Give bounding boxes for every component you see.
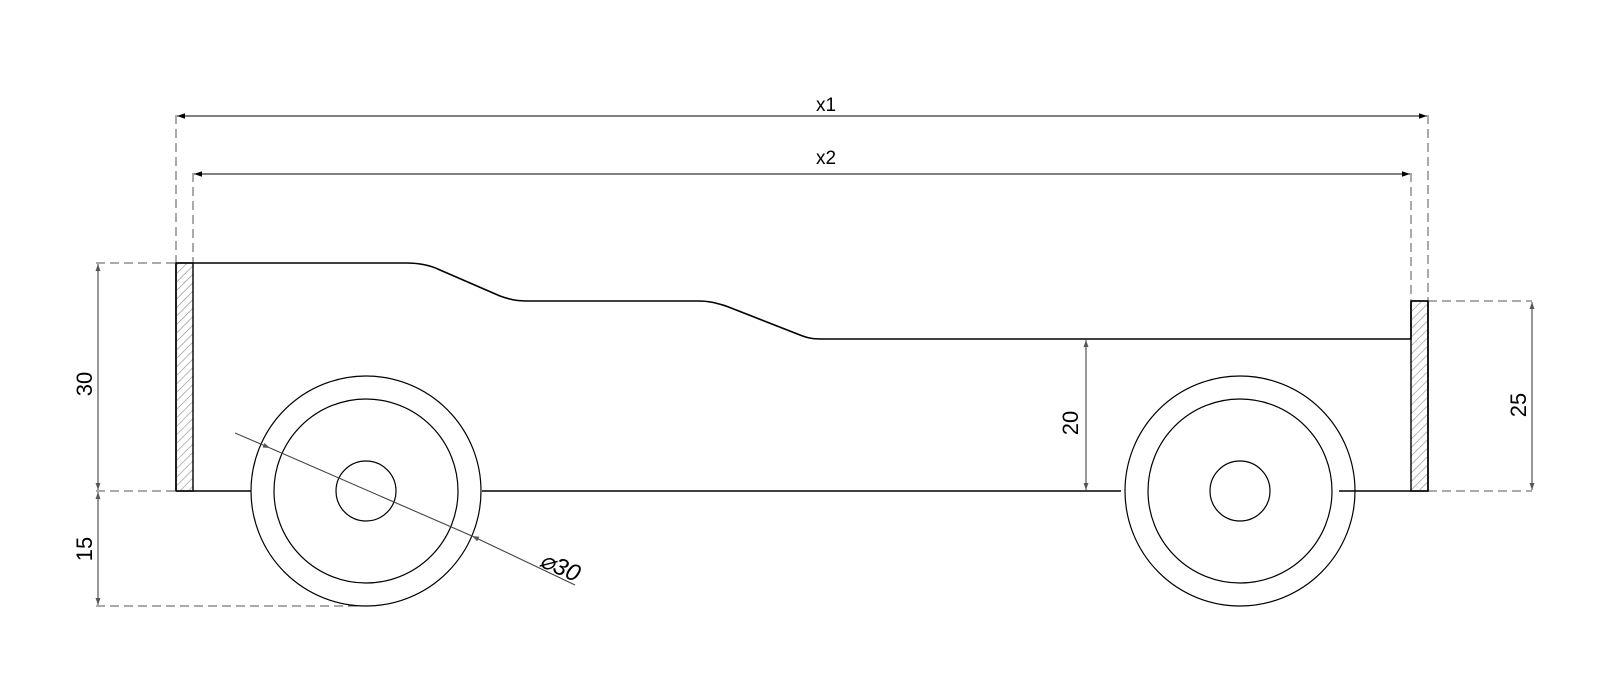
dim-label-height-left: 30: [72, 372, 97, 396]
body-profile: [175, 262, 1429, 492]
rear-wheel: [1124, 375, 1356, 607]
front-wheel: [250, 375, 482, 607]
dimension-x1: x1: [177, 95, 1427, 119]
dimension-wheel-diameter: ⌀30: [234, 432, 585, 588]
dimension-height-right: 25: [1506, 302, 1535, 490]
dimension-height-left: 30: [72, 264, 101, 490]
rear-wheel-rim: [1147, 398, 1333, 584]
dim-leader-wheel-end: [471, 535, 576, 586]
dim-label-ground-clearance: 15: [72, 537, 97, 561]
dim-label-x1: x1: [816, 95, 836, 116]
dim-label-height-right: 25: [1506, 393, 1531, 417]
front-bumper: [175, 262, 194, 492]
rear-bumper: [1410, 300, 1429, 492]
dim-label-height-mid: 20: [1058, 411, 1083, 435]
dim-line-wheel-diameter: [269, 447, 473, 537]
extension-lines: [96, 115, 1532, 607]
dimension-x2: x2: [194, 148, 1410, 177]
car-body: [175, 262, 1429, 492]
rear-wheel-tire: [1124, 375, 1356, 607]
front-wheel-hub: [335, 460, 397, 522]
dimension-height-mid: 20: [1058, 340, 1089, 490]
dim-leader-wheel-start: [234, 432, 271, 449]
dim-label-wheel-diameter: ⌀30: [536, 546, 585, 588]
dimension-ground-clearance: 15: [72, 492, 101, 605]
front-wheel-tire: [250, 375, 482, 607]
dim-label-x2: x2: [816, 148, 836, 169]
front-wheel-rim: [273, 398, 459, 584]
rear-wheel-hub: [1209, 460, 1271, 522]
